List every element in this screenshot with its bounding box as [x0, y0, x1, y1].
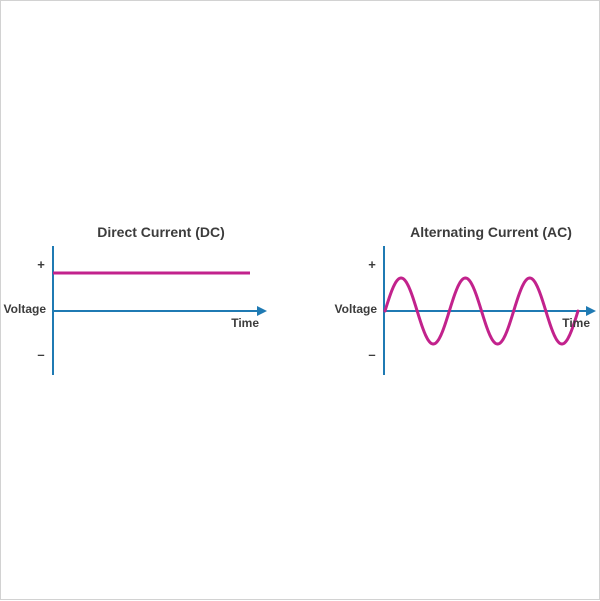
ac-minus-label: –: [368, 347, 375, 362]
ac-title: Alternating Current (AC): [410, 224, 572, 240]
ac-ylabel: Voltage: [335, 302, 378, 316]
dc-panel: Direct Current (DC) + Voltage – Time: [4, 224, 267, 375]
dc-plus-label: +: [37, 257, 45, 272]
ac-xlabel: Time: [562, 316, 590, 330]
dc-ylabel: Voltage: [4, 302, 47, 316]
ac-panel: Alternating Current (AC) + Voltage – Tim…: [335, 224, 596, 375]
ac-sine-wave: [383, 276, 580, 346]
dc-title: Direct Current (DC): [97, 224, 225, 240]
ac-plus-label: +: [368, 257, 376, 272]
dc-xlabel: Time: [231, 316, 259, 330]
dc-minus-label: –: [37, 347, 44, 362]
